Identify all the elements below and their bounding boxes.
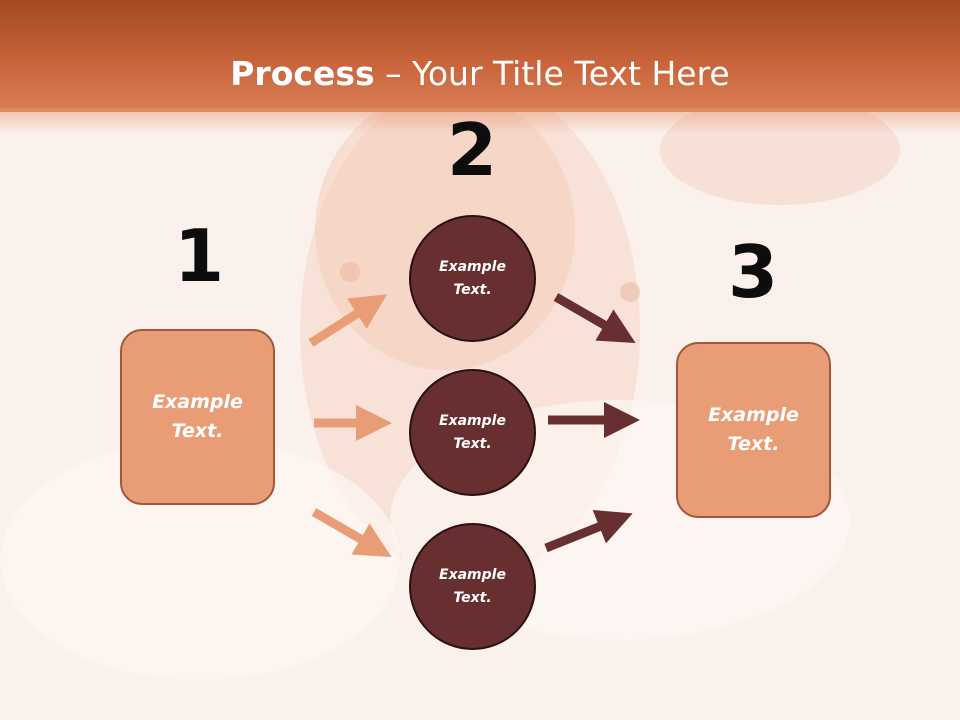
circle-top: Example Text. bbox=[409, 215, 536, 342]
arrow-bottom-to-3 bbox=[544, 509, 633, 553]
slide-title-bold: Process bbox=[230, 54, 375, 93]
slide-title-rest: – Your Title Text Here bbox=[374, 54, 730, 93]
arrow-top-to-3 bbox=[553, 293, 636, 344]
step-3-box: Example Text. bbox=[676, 342, 831, 518]
step-number-1: 1 bbox=[173, 214, 225, 298]
slide-title: Process – Your Title Text Here bbox=[0, 52, 960, 96]
title-bar bbox=[0, 0, 960, 112]
step-1-box: Example Text. bbox=[120, 329, 275, 505]
arrow-1-to-top bbox=[308, 294, 388, 347]
title-bar-fade bbox=[0, 108, 960, 134]
step-number-2: 2 bbox=[446, 108, 498, 192]
circle-bottom: Example Text. bbox=[409, 523, 536, 650]
circle-middle: Example Text. bbox=[409, 369, 536, 496]
step-number-3: 3 bbox=[727, 230, 779, 314]
arrow-1-to-bottom bbox=[311, 508, 392, 558]
